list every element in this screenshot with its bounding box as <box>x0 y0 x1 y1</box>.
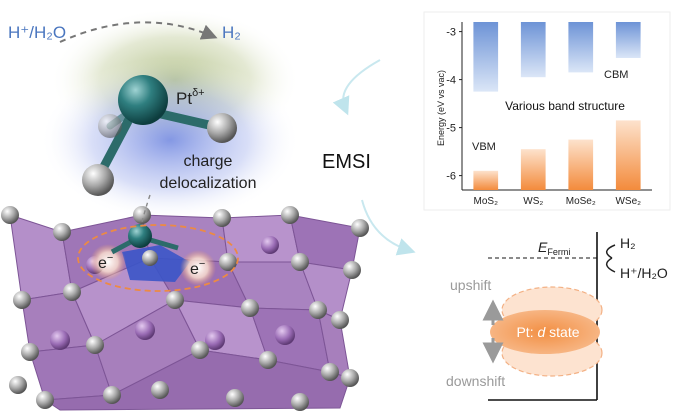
y-tick-label: -5 <box>446 123 456 135</box>
dstate-main <box>490 310 600 354</box>
chart-center-annotation: Various band structure <box>505 99 625 113</box>
tmd-lattice: e− e− <box>1 206 369 411</box>
svg-text:e−: e− <box>98 252 113 272</box>
electron-left-label: e <box>98 255 107 272</box>
vbm-bar <box>473 170 499 190</box>
vbm-bar <box>568 139 594 190</box>
pt-charge: δ+ <box>192 87 205 99</box>
reaction-arrow <box>59 21 218 43</box>
cbm-bar <box>520 22 546 78</box>
e-fermi-label: E <box>538 239 548 255</box>
h2-label: H₂ <box>620 235 636 251</box>
blue-glow <box>40 58 300 222</box>
chalcogen-atoms <box>1 206 369 411</box>
category-label: MoS₂ <box>474 196 499 207</box>
category-label: WS₂ <box>523 196 543 207</box>
ligand-atom-bottom <box>82 164 114 196</box>
ligand-atom-right <box>207 113 237 143</box>
vbm-annotation: VBM <box>472 141 496 153</box>
pt-label: Pt <box>176 89 192 108</box>
electron-right-label: e <box>190 261 199 278</box>
center-area: EMSI <box>322 59 416 256</box>
pt-atom-group: Ptδ+ <box>82 75 237 196</box>
hplus-label: H⁺/H₂O <box>620 265 668 281</box>
anchored-pt-atom <box>128 224 152 248</box>
d-band-diagram: EFermi H₂ H⁺/H₂O Pt: d state upshift dow… <box>446 232 668 401</box>
chart-categories: MoS₂ WS₂ MoSe₂ WSe₂ <box>474 196 642 207</box>
category-label: WSe₂ <box>615 196 641 207</box>
y-tick-label: -4 <box>446 75 456 87</box>
delocalization-label: delocalization <box>160 175 257 192</box>
charge-label: charge <box>184 153 233 170</box>
charge-ellipse <box>77 224 239 292</box>
band-structure-chart: Energy (eV vs vac) -3 -4 -5 -6 MoS₂ WS₂ MoSe₂… <box>423 11 671 211</box>
left-panel: H⁺/H₂O H₂ Ptδ+ charge delocalization <box>1 8 369 411</box>
dstate-label: Pt: d state <box>516 324 579 340</box>
adsorption-brace <box>606 244 616 273</box>
cbm-bar <box>473 22 499 92</box>
downshift-label: downshift <box>446 373 505 389</box>
emsi-label: EMSI <box>322 151 371 173</box>
arrow-to-chart <box>332 59 381 116</box>
vbm-bar <box>520 149 546 190</box>
chart-ticks: -3 -4 -5 -6 <box>446 27 462 183</box>
svg-text:e−: e− <box>190 258 205 278</box>
vbm-bar <box>615 120 641 190</box>
e-fermi-subscript: Fermi <box>547 247 570 257</box>
ligand-atom-back <box>98 114 122 138</box>
cbm-bar <box>615 22 641 58</box>
product-label: H₂ <box>222 23 241 42</box>
category-label: MoSe₂ <box>566 196 596 207</box>
y-axis-label: Energy (eV vs vac) <box>436 70 446 146</box>
cbm-annotation: CBM <box>604 69 628 81</box>
upshift-label: upshift <box>450 277 491 293</box>
y-tick-label: -3 <box>446 27 456 39</box>
arrow-to-band <box>361 199 416 256</box>
svg-text:Ptδ+: Ptδ+ <box>176 87 205 108</box>
chart-bars <box>473 22 641 190</box>
electron-glow-left <box>90 244 126 280</box>
electron-glow-right <box>180 250 216 286</box>
cbm-bar <box>568 22 594 73</box>
reactant-label: H⁺/H₂O <box>8 23 66 42</box>
y-tick-label: -6 <box>446 171 456 183</box>
pt-atom <box>118 75 168 125</box>
svg-text:EFermi: EFermi <box>538 239 570 257</box>
